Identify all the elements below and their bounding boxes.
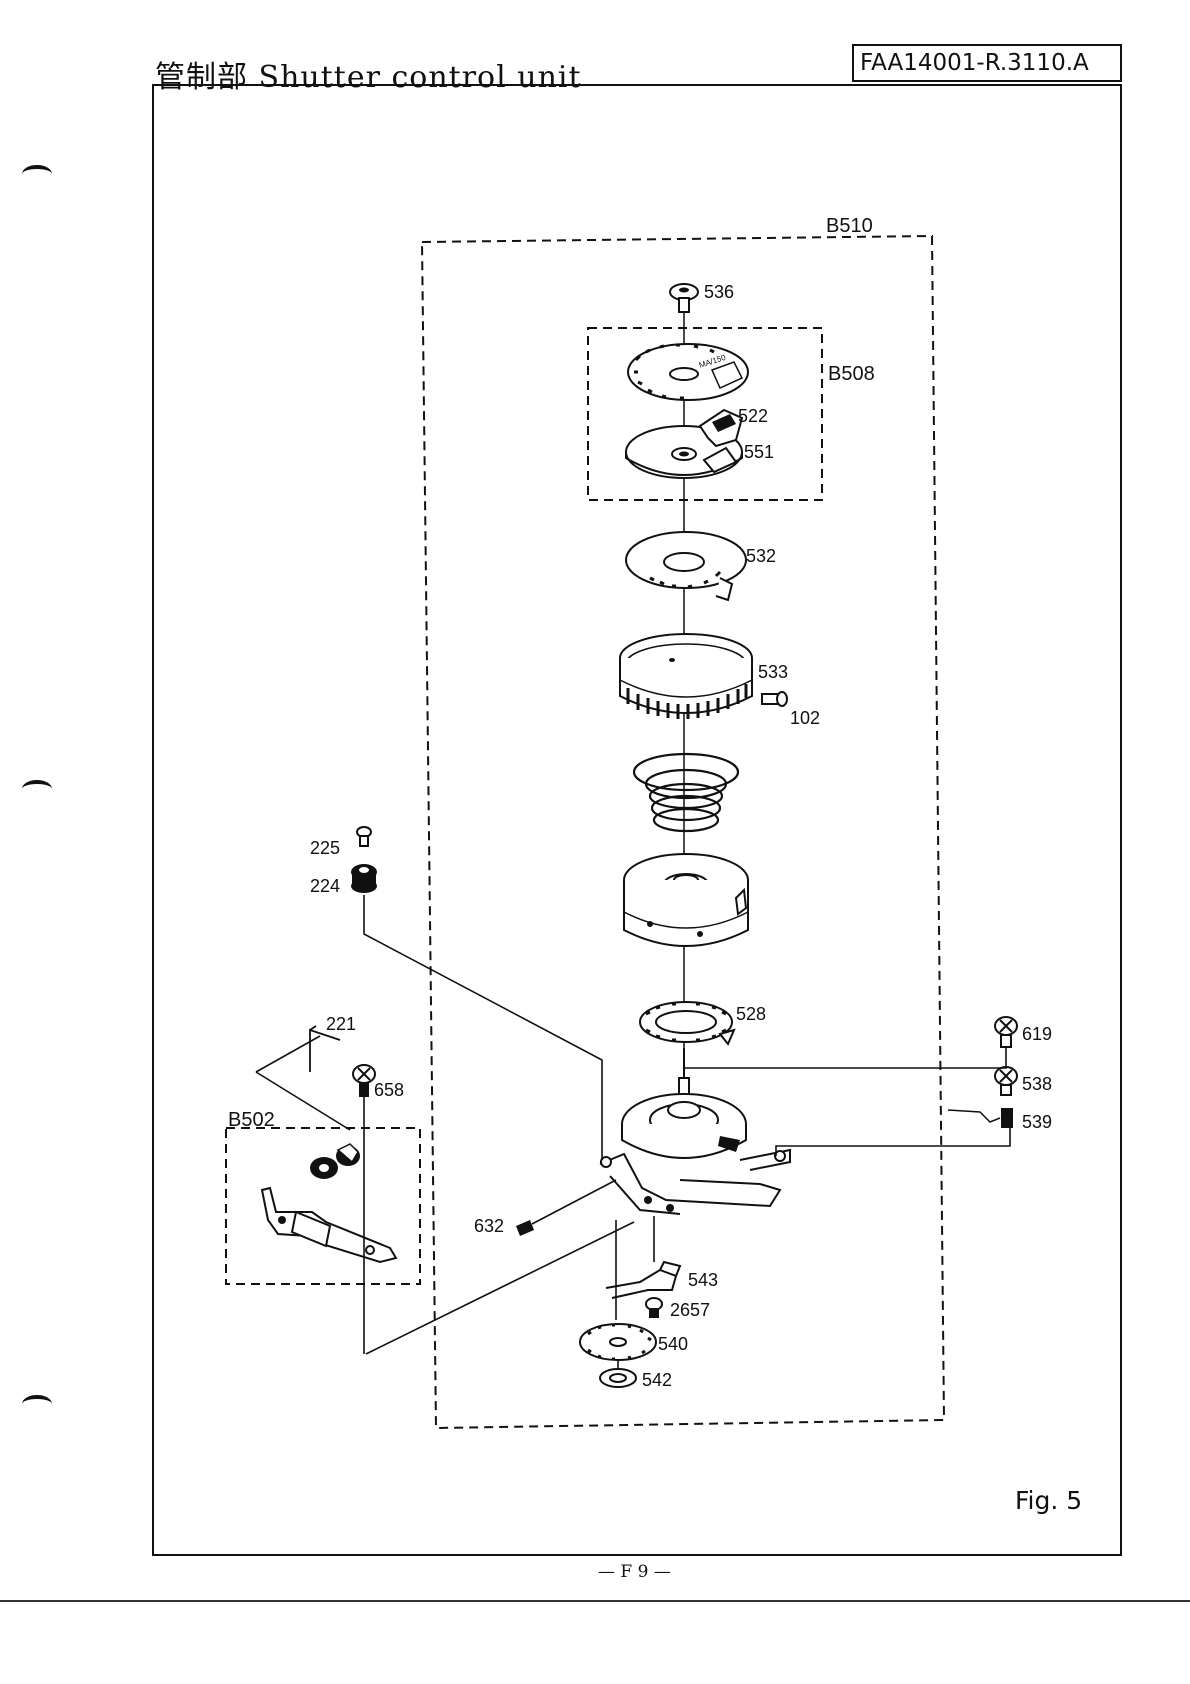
part-540-dial	[580, 1324, 656, 1360]
part-536-screw	[670, 284, 698, 312]
part-label-539: 539	[1022, 1112, 1052, 1132]
part-538-screw	[995, 1067, 1017, 1095]
part-mechanism-base	[600, 1048, 790, 1214]
part-label-102: 102	[790, 708, 820, 728]
group-label-b510: B510	[826, 215, 873, 237]
part-shutter-speed-dial: MA/150	[628, 344, 748, 400]
part-532-scale-plate	[626, 532, 746, 600]
part-533-knurled-ring	[620, 634, 752, 719]
part-528-index-ring	[640, 1002, 734, 1044]
part-632-screw	[516, 1220, 534, 1236]
part-2657-screw	[646, 1298, 662, 1318]
part-coil-spring	[634, 754, 738, 831]
part-label-543: 543	[688, 1270, 718, 1290]
part-spring-housing	[624, 854, 748, 946]
part-label-551: 551	[744, 442, 774, 462]
group-label-b502: B502	[228, 1109, 275, 1131]
part-539-spring	[948, 1108, 1013, 1128]
part-658-screw	[353, 1065, 375, 1097]
part-label-540: 540	[658, 1334, 688, 1354]
part-label-532: 532	[746, 546, 776, 566]
bottom-rule	[0, 1600, 1190, 1602]
part-label-528: 528	[736, 1004, 766, 1024]
part-b502-lever-assembly	[262, 1144, 396, 1262]
part-label-658: 658	[374, 1080, 404, 1100]
group-label-b508: B508	[828, 363, 875, 385]
part-label-2657: 2657	[670, 1300, 710, 1320]
page-number: — F 9 —	[598, 1562, 671, 1582]
part-label-522: 522	[738, 406, 768, 426]
part-label-221: 221	[326, 1014, 356, 1034]
part-label-533: 533	[758, 662, 788, 682]
part-label-619: 619	[1022, 1024, 1052, 1044]
part-102-set-screw	[762, 692, 787, 706]
part-619-screw	[995, 1017, 1017, 1047]
part-label-542: 542	[642, 1370, 672, 1390]
part-label-538: 538	[1022, 1074, 1052, 1094]
part-542-washer	[600, 1369, 636, 1387]
part-label-536: 536	[704, 282, 734, 302]
part-225-screw	[357, 827, 371, 846]
figure-label: Fig. 5	[1015, 1486, 1082, 1515]
group-box-b502	[226, 1128, 420, 1284]
part-543-bracket	[606, 1262, 680, 1298]
part-label-632: 632	[474, 1216, 504, 1236]
part-224-roller	[351, 864, 377, 893]
part-label-224: 224	[310, 876, 340, 896]
part-label-225: 225	[310, 838, 340, 858]
